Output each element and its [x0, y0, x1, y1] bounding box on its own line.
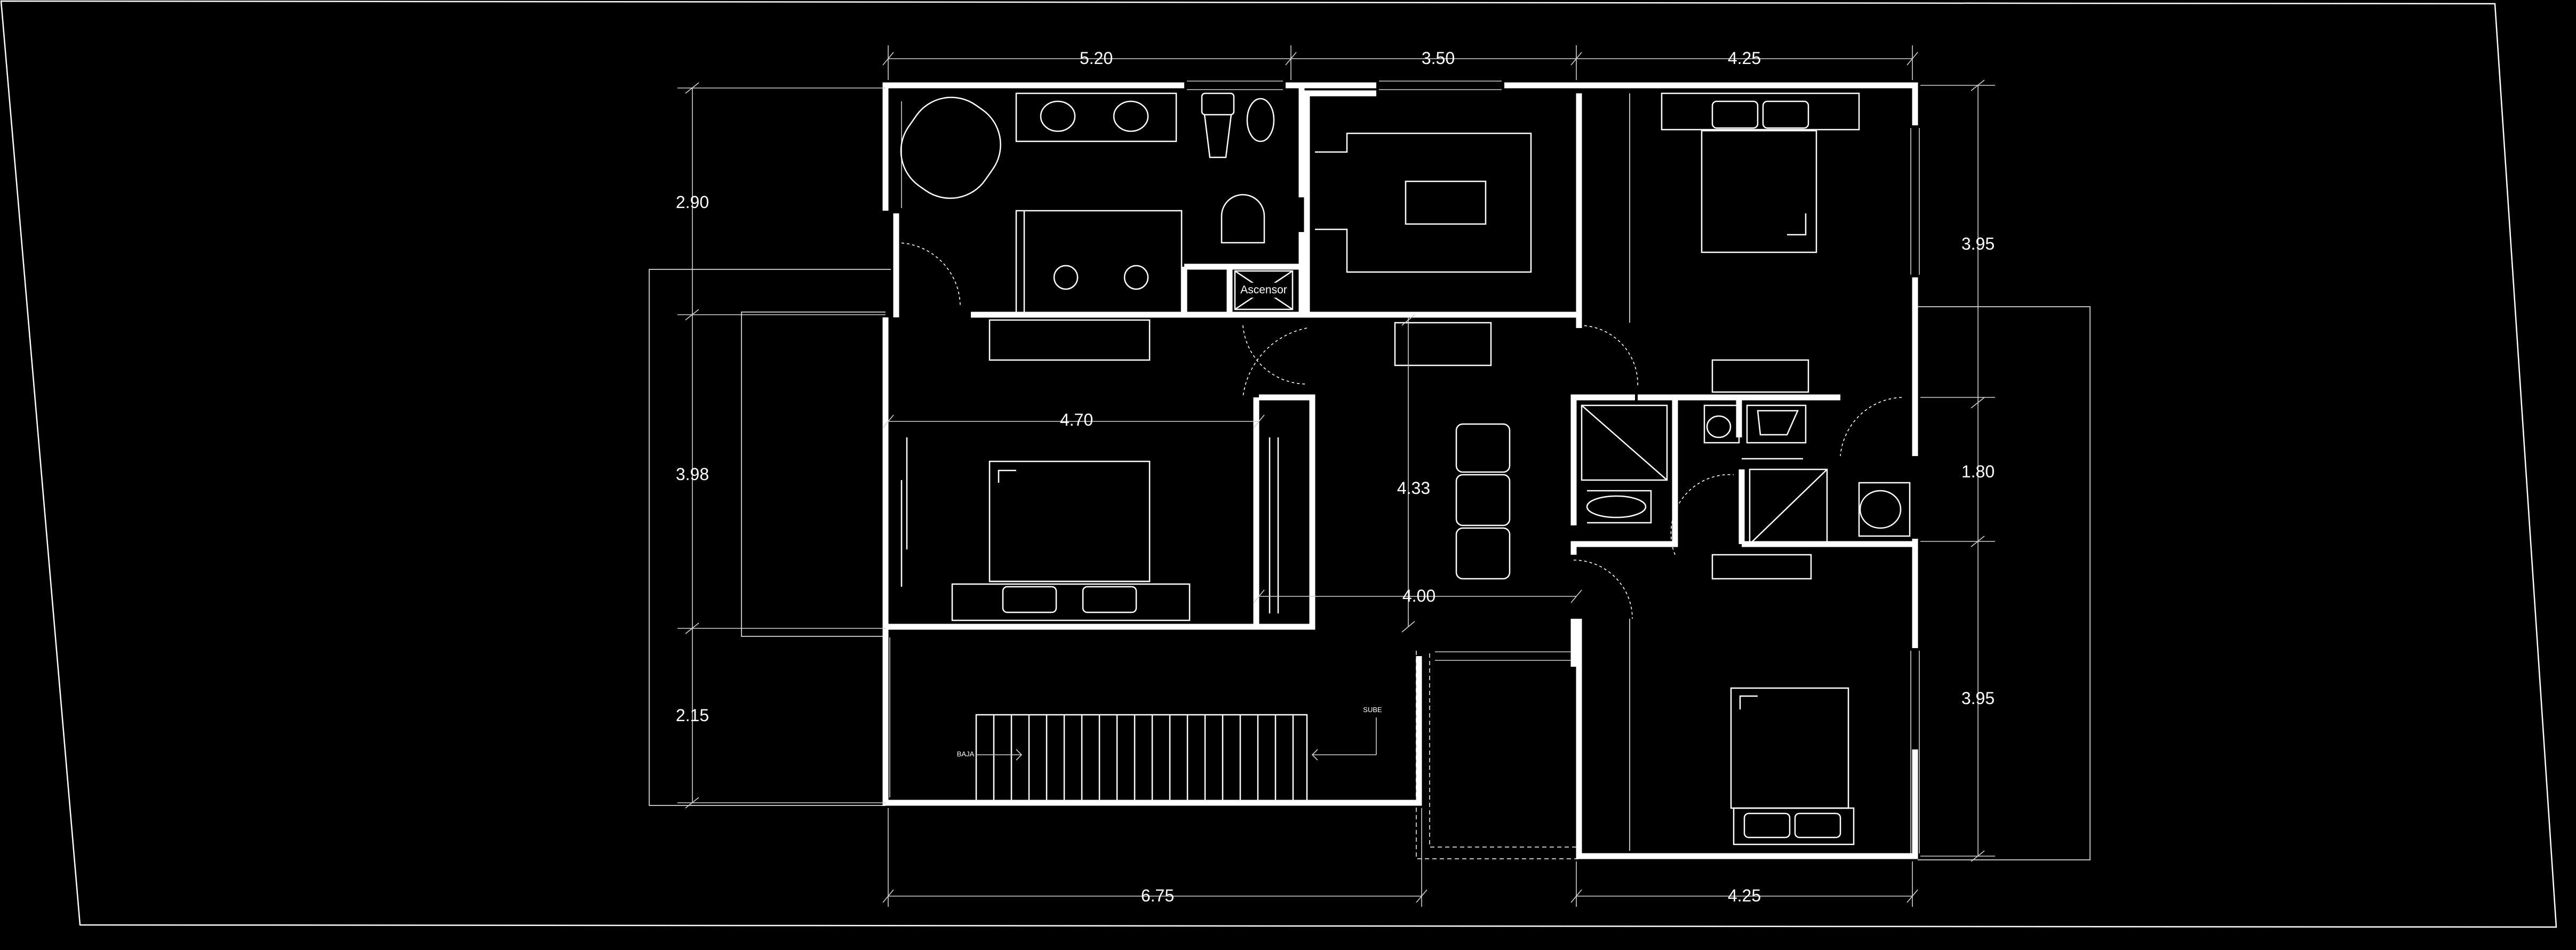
dim-top-3: 4.25 [1728, 49, 1761, 68]
bathroom-2-fixtures [1581, 404, 1812, 580]
dim-left-2: 3.98 [676, 465, 709, 484]
dim-top-2: 3.50 [1422, 49, 1455, 68]
property-boundary [0, 0, 2557, 928]
doors [896, 242, 1902, 619]
dimension-labels: 5.20 3.50 4.25 2.90 3.98 2.15 3.95 1.80 … [676, 49, 1995, 905]
dim-right-2: 1.80 [1961, 462, 1995, 481]
hall-bench [1455, 423, 1511, 580]
stair-up-label: SUBE [1363, 706, 1382, 714]
dim-hall-width: 4.00 [1402, 586, 1435, 605]
dim-left-3: 2.15 [676, 706, 709, 725]
elevator: Ascensor [1234, 270, 1294, 310]
dimension-lines [677, 45, 1995, 907]
exterior-walls [882, 82, 1918, 859]
dim-right-3: 3.95 [1961, 689, 1995, 708]
dim-top-1: 5.20 [1080, 49, 1113, 68]
dim-left-1: 2.90 [676, 193, 709, 212]
dim-bedroom-width: 4.70 [1060, 410, 1093, 429]
master-bathroom-fixtures [900, 92, 1275, 361]
staircase: SUBE BAJA [957, 706, 1382, 804]
dim-bottom-1: 6.75 [1141, 886, 1174, 905]
windows [889, 81, 1920, 853]
interior-walls [971, 85, 1915, 667]
dressing-room-furniture [1315, 132, 1532, 366]
elevator-label: Ascensor [1240, 284, 1287, 296]
bedroom-1-furniture [900, 437, 1279, 621]
bedroom-3-furniture [1629, 619, 1855, 851]
dim-hall-height: 4.33 [1397, 478, 1430, 498]
bedroom-2-furniture [1629, 92, 1860, 323]
dim-right-1: 3.95 [1961, 234, 1995, 253]
terrace-outlines [649, 269, 2091, 860]
dim-bottom-2: 4.25 [1728, 886, 1761, 905]
bathroom-3-fixtures [1711, 359, 1911, 545]
stair-down-label: BAJA [957, 750, 975, 758]
